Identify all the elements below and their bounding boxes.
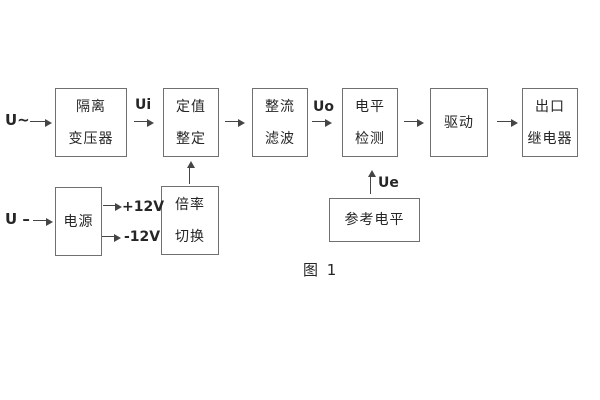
- block-level-detector: 电平 检测: [342, 88, 398, 157]
- arrow-driver-to-relay: [497, 118, 518, 127]
- arrow-dc-input: [33, 217, 53, 226]
- block-label-line: 整定: [176, 130, 206, 147]
- arrow-uo: [312, 118, 332, 127]
- block-label-line: 切换: [175, 228, 205, 245]
- block-label-line: 检测: [355, 130, 385, 147]
- block-driver: 驱动: [430, 88, 488, 157]
- rail-label-pos12v: +12V: [122, 199, 165, 215]
- block-label-line: 滤波: [265, 130, 295, 147]
- arrow-ratio-to-setpoint: [186, 161, 195, 184]
- block-ratio-switch: 倍率 切换: [161, 186, 219, 255]
- block-label-line: 变压器: [68, 130, 114, 147]
- block-label-line: 驱动: [444, 114, 474, 131]
- block-label-line: 继电器: [527, 130, 573, 147]
- block-label-line: 定值: [176, 98, 206, 115]
- figure-caption: 图 1: [303, 261, 339, 279]
- arrow-ue: [367, 170, 376, 194]
- dc-input-label: U –: [5, 210, 30, 228]
- signal-label-ue: Ue: [378, 175, 399, 191]
- block-label-line: 电源: [63, 213, 94, 230]
- block-label-line: 隔离: [76, 98, 106, 115]
- block-label-line: 参考电平: [344, 212, 405, 228]
- block-label-line: 出口: [535, 98, 565, 115]
- block-setpoint-adjust: 定值 整定: [163, 88, 219, 157]
- arrow-setpoint-to-rectifier: [225, 118, 245, 127]
- block-label-line: 电平: [355, 98, 385, 115]
- block-isolation-transformer: 隔离 变压器: [55, 88, 127, 157]
- arrow-pos12v: [103, 202, 122, 211]
- signal-label-ui: Ui: [135, 97, 152, 113]
- block-output-relay: 出口 继电器: [522, 88, 578, 157]
- arrow-ui: [134, 118, 154, 127]
- arrow-detector-to-driver: [404, 118, 424, 127]
- ac-input-label: U~: [5, 111, 30, 129]
- arrow-ac-input: [30, 118, 52, 127]
- block-rectifier-filter: 整流 滤波: [252, 88, 308, 157]
- block-power-supply: 电源: [55, 187, 102, 256]
- signal-label-uo: Uo: [313, 99, 334, 115]
- arrow-neg12v: [102, 233, 121, 242]
- rail-label-neg12v: -12V: [124, 229, 161, 245]
- block-reference-level: 参考电平: [329, 198, 420, 242]
- block-label-line: 整流: [265, 98, 295, 115]
- block-label-line: 倍率: [175, 196, 205, 213]
